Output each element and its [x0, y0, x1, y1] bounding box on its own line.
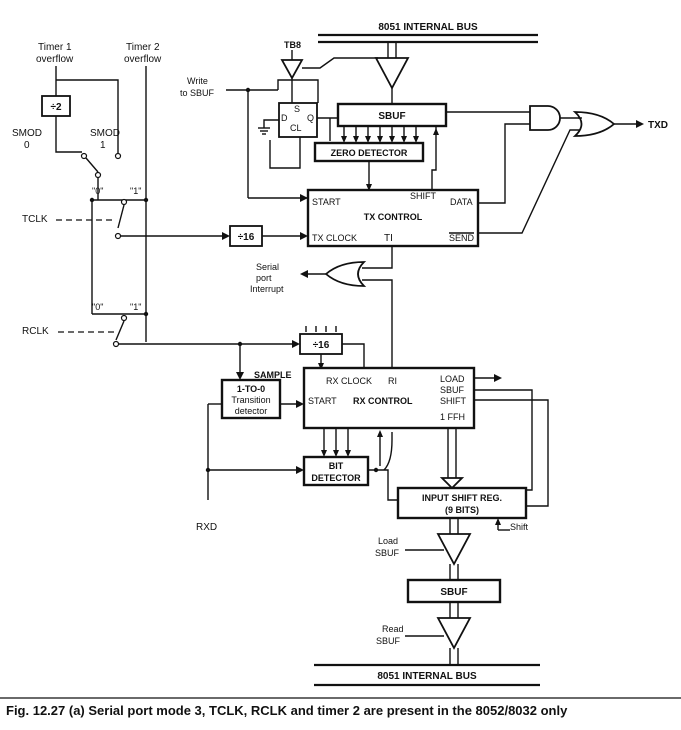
serial-int-label-2: port	[256, 273, 272, 283]
tx-control-label: TX CONTROL	[364, 212, 423, 222]
div2-label: ÷2	[50, 102, 61, 113]
isr-shift-label: Shift	[510, 522, 529, 532]
smod1-label-1: SMOD	[90, 128, 120, 139]
read-sbuf-buffer	[436, 617, 472, 650]
zero-detector-label: ZERO DETECTOR	[331, 148, 408, 158]
rx-sbuf-label: SBUF	[440, 385, 465, 395]
tclk-switch-common	[114, 232, 122, 240]
rx-sbuf-label-text: SBUF	[440, 587, 467, 598]
bit-det-label-2: DETECTOR	[311, 473, 361, 483]
rclk-sw-1: "1"	[130, 302, 141, 312]
smod0-label-1: SMOD	[12, 128, 42, 139]
read-sbuf-label-1: Read	[382, 624, 404, 634]
isr-label-2: (9 BITS)	[445, 505, 479, 515]
and-gate	[529, 105, 561, 131]
tclk-sw-1: "1"	[130, 186, 141, 196]
timer2-label-1: Timer 2	[126, 42, 160, 53]
rx-sbuf-box	[406, 578, 502, 604]
timer2-label-2: overflow	[124, 54, 162, 65]
figure-caption: Fig. 12.27 (a) Serial port mode 3, TCLK,…	[6, 703, 568, 718]
rx-clock-label: RX CLOCK	[326, 376, 372, 386]
rx-load-label: LOAD	[440, 374, 465, 384]
rclk-sw-0: "0"	[92, 302, 103, 312]
rx-start-label: START	[308, 396, 337, 406]
tclk-label: TCLK	[22, 214, 48, 225]
input-shift-reg-box	[396, 486, 528, 520]
tx-shift-label: SHIFT	[410, 191, 437, 201]
trans-label-2: Transition	[231, 395, 270, 405]
tx-control-box	[306, 188, 480, 248]
tclk-sw-0: "0"	[92, 186, 103, 196]
sbuf-zero-arrows	[341, 126, 419, 143]
bottom-internal-bus: 8051 INTERNAL BUS	[314, 663, 540, 687]
rclk-label: RCLK	[22, 326, 49, 337]
timer1-label-2: overflow	[36, 54, 74, 65]
sample-label: SAMPLE	[254, 370, 292, 380]
rclk-switch-lever	[115, 320, 125, 341]
isr-label-1: INPUT SHIFT REG.	[422, 493, 502, 503]
serial-int-label-1: Serial	[256, 262, 279, 272]
ff-s-label: S	[294, 104, 300, 114]
flip-flop	[278, 102, 318, 138]
rx-1ffh-label: 1 FFH	[440, 412, 465, 422]
rxd-label: RXD	[196, 522, 217, 533]
rx-control-box	[302, 366, 476, 430]
tx-send-label: SEND	[449, 233, 475, 243]
timer1-label-1: Timer 1	[38, 42, 72, 53]
bit-detector-box	[302, 455, 370, 487]
rclk-switch-common	[112, 340, 120, 348]
transition-detector-box	[220, 378, 282, 420]
tclk-switch-pin1	[120, 198, 128, 206]
tx-bus-buffer	[374, 57, 410, 90]
load-sbuf-buffer	[436, 533, 472, 566]
serial-port-mode3-diagram: 8051 INTERNAL BUS TB8 Write to SBUF D S …	[0, 22, 681, 699]
or-gate-txd	[572, 111, 616, 137]
txd-label: TXD	[648, 120, 668, 131]
tclk-switch-lever	[117, 204, 125, 229]
tx-ti-label: TI	[384, 233, 393, 244]
write-sbuf-label-1: Write	[187, 76, 208, 86]
ff-cl-label: CL	[290, 123, 302, 133]
serial-int-label-3: Interrupt	[250, 284, 284, 294]
write-sbuf-label-2: to SBUF	[180, 88, 215, 98]
tx-data-label: DATA	[450, 197, 473, 207]
smod-switch-pin0	[80, 152, 88, 160]
rx-shift-label: SHIFT	[440, 396, 467, 406]
div16-rx-arrows	[305, 326, 337, 332]
tb8-buffer	[280, 59, 304, 80]
smod-switch-lever	[85, 157, 99, 173]
tx-sbuf-label: SBUF	[378, 111, 405, 122]
rx-ri-label: RI	[388, 376, 397, 386]
top-internal-bus: 8051 INTERNAL BUS	[318, 22, 538, 44]
smod-switch-common	[94, 171, 102, 179]
rx-bit-arrows	[321, 428, 351, 457]
div16-rx-label: ÷16	[313, 340, 330, 351]
smod-switch-pin1	[114, 152, 122, 160]
div16-tx-label: ÷16	[238, 232, 255, 243]
bottom-bus-label: 8051 INTERNAL BUS	[377, 671, 477, 682]
load-sbuf-label-2: SBUF	[375, 548, 400, 558]
smod1-label-2: 1	[100, 140, 106, 151]
tb8-label: TB8	[284, 40, 301, 50]
rclk-switch-pin1	[120, 314, 128, 322]
read-sbuf-label-2: SBUF	[376, 636, 401, 646]
rx-control-label: RX CONTROL	[353, 396, 413, 406]
smod0-label-2: 0	[24, 140, 30, 151]
ff-d-label: D	[281, 113, 288, 123]
load-sbuf-label-1: Load	[378, 536, 398, 546]
tx-clock-label: TX CLOCK	[312, 233, 357, 243]
tx-start-label: START	[312, 197, 341, 207]
trans-label-3: detector	[235, 406, 268, 416]
ff-q-label: Q	[307, 113, 314, 123]
bit-det-label-1: BIT	[329, 461, 344, 471]
trans-label-1: 1-TO-0	[237, 384, 265, 394]
or-gate-interrupt	[324, 261, 367, 287]
top-bus-label: 8051 INTERNAL BUS	[378, 22, 478, 33]
